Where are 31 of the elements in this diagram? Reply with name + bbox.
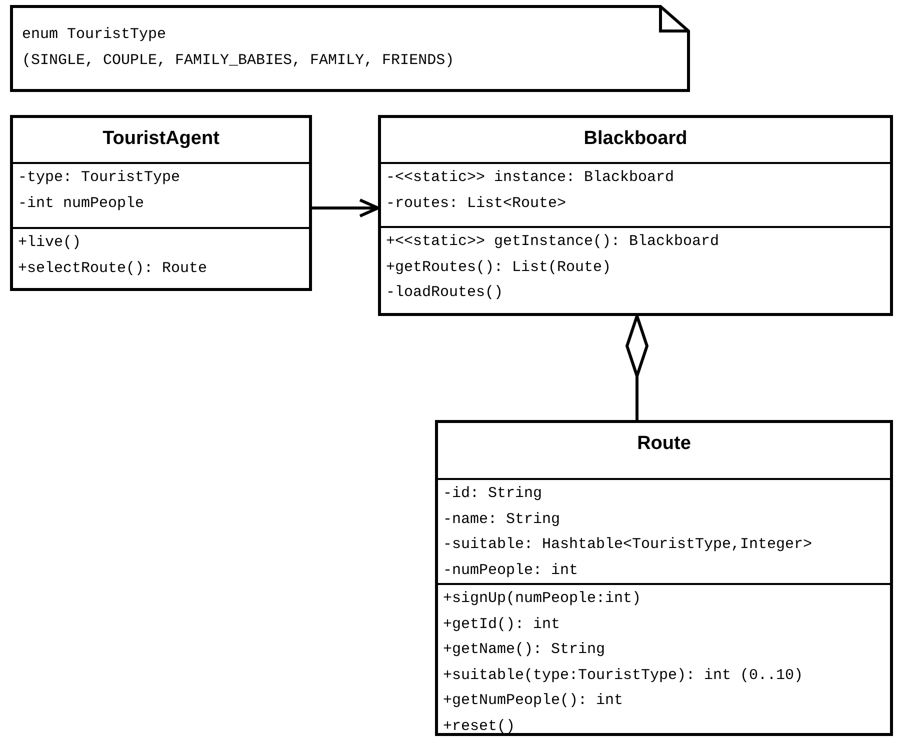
class-member: +<<static>> getInstance(): Blackboard (385, 232, 720, 252)
class-member: +getNumPeople(): int (442, 691, 624, 711)
class-member: -<<static>> instance: Blackboard (385, 168, 674, 188)
aggregation-connector (626, 314, 648, 420)
class-member: +selectRoute(): Route (17, 258, 208, 278)
class-name: TouristAgent (102, 128, 220, 150)
class-member: +getName(): String (442, 640, 606, 660)
class-name: Route (637, 433, 691, 455)
class-compartment (438, 583, 890, 733)
class-box (10, 115, 312, 291)
class-member: -type: TouristType (17, 168, 180, 188)
class-member: -id: String (442, 484, 542, 504)
class-member: -name: String (442, 510, 560, 530)
note-text: (SINGLE, COUPLE, FAMILY_BABIES, FAMILY, FRIENDS) (22, 50, 454, 70)
class-box (435, 420, 893, 736)
note-box (10, 5, 690, 92)
class-member: +getId(): int (442, 614, 560, 634)
class-member: +live() (17, 233, 82, 253)
class-box (378, 115, 893, 316)
class-member: +suitable(type:TouristType): int (0..10) (442, 666, 804, 686)
class-member: +reset() (442, 716, 516, 736)
class-member: -int numPeople (17, 194, 144, 214)
note-text: enum TouristType (22, 25, 166, 45)
class-member: -loadRoutes() (385, 283, 504, 303)
class-member: -numPeople: int (442, 560, 578, 580)
class-member: -suitable: Hashtable<TouristType,Integer> (442, 535, 812, 555)
class-member: -routes: List<Route> (385, 194, 566, 214)
class-name: Blackboard (584, 128, 688, 150)
class-member: +signUp(numPeople:int) (442, 589, 642, 609)
association-arrow (312, 198, 380, 218)
class-member: +getRoutes(): List(Route) (385, 258, 612, 278)
